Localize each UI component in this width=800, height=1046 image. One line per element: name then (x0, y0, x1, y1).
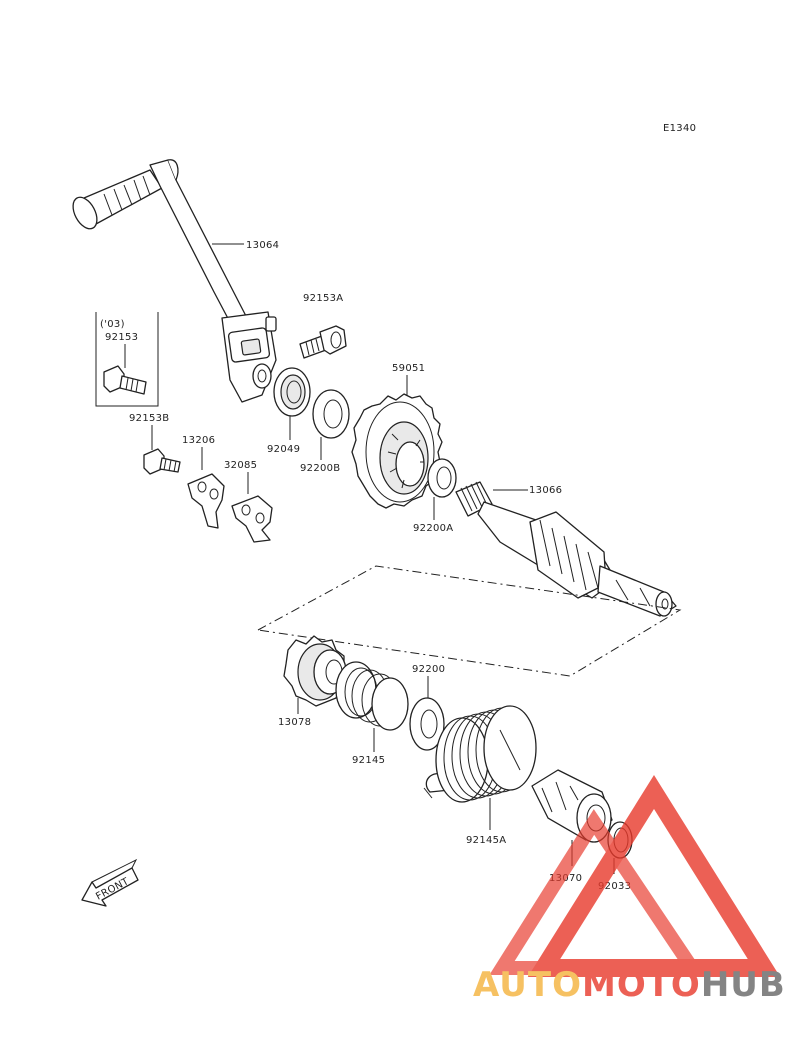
label-92200: 92200 (412, 664, 445, 675)
label-13066: 13066 (529, 485, 562, 496)
plate-13206 (187, 473, 225, 529)
label-13078: 13078 (278, 717, 311, 728)
gear-59051 (351, 393, 443, 509)
label-13064: 13064 (246, 240, 279, 251)
bolt-92153B (143, 448, 181, 475)
plate-32085 (231, 495, 273, 543)
label-92153B: 92153B (129, 413, 169, 424)
front-arrow: FRONT (81, 858, 139, 907)
washer-92200B (312, 389, 350, 439)
label-92200A: 92200A (413, 523, 453, 534)
variant-bracket (95, 312, 159, 407)
watermark-text: AUTOMOTOHUB (473, 965, 786, 1005)
label-92033: 92033 (598, 881, 631, 892)
watermark-triangle-inner (489, 809, 706, 975)
label-92153: 92153 (105, 332, 138, 343)
oil-seal-92049 (273, 367, 311, 417)
diagram-code: E1340 (663, 123, 696, 134)
ratchet-gear-13078 (283, 635, 349, 707)
label-13206: 13206 (182, 435, 215, 446)
bolt-92153 (103, 365, 147, 395)
label-92145: 92145 (352, 755, 385, 766)
coil-spring-92145A (423, 705, 537, 803)
spring-92145 (335, 661, 409, 731)
kick-pedal-13064 (72, 159, 277, 403)
label-92200B: 92200B (300, 463, 340, 474)
automotohub-watermark: AUTOMOTOHUB (473, 775, 786, 1005)
washer-92200A (427, 458, 457, 498)
label-32085: 32085 (224, 460, 257, 471)
assembly-outline (256, 565, 682, 677)
bolt-92153A (299, 325, 347, 359)
washer-92200 (409, 697, 445, 751)
label-59051: 59051 (392, 363, 425, 374)
label-92049: 92049 (267, 444, 300, 455)
label-92145A: 92145A (466, 835, 506, 846)
shaft-13066 (455, 481, 677, 617)
label-92153A: 92153A (303, 293, 343, 304)
label-03: ('03) (100, 319, 125, 330)
